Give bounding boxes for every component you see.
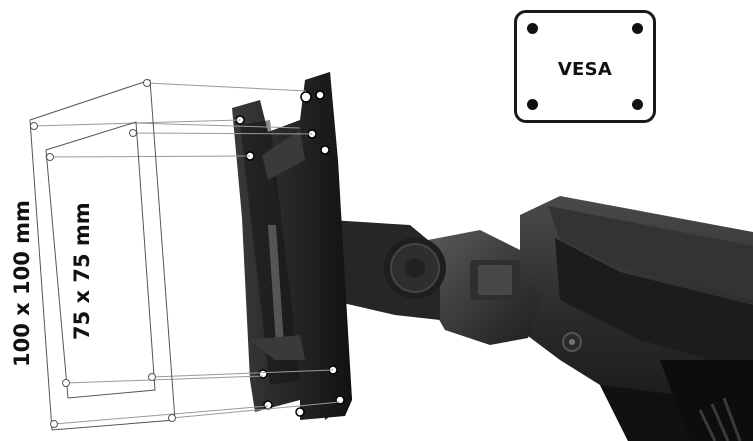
- projection-lines: [33, 82, 341, 425]
- badge-hole-top-left-icon: [527, 23, 538, 34]
- vesa-100-outline: [29, 79, 176, 431]
- badge-hole-top-right-icon: [632, 23, 643, 34]
- dimension-100-label: 100 x 100 mm: [10, 200, 34, 367]
- elbow-joint: [425, 230, 540, 345]
- gas-spring-arm: [520, 196, 753, 441]
- dimension-75-label: 75 x 75 mm: [70, 202, 94, 340]
- vesa-75-outline: [45, 121, 156, 399]
- vesa-badge: VESA: [514, 10, 656, 123]
- badge-hole-bottom-left-icon: [527, 99, 538, 110]
- vesa-mount-plate: [232, 72, 352, 420]
- vesa-label: VESA: [557, 59, 613, 80]
- tilt-knob: [384, 237, 446, 299]
- badge-hole-bottom-right-icon: [632, 99, 643, 110]
